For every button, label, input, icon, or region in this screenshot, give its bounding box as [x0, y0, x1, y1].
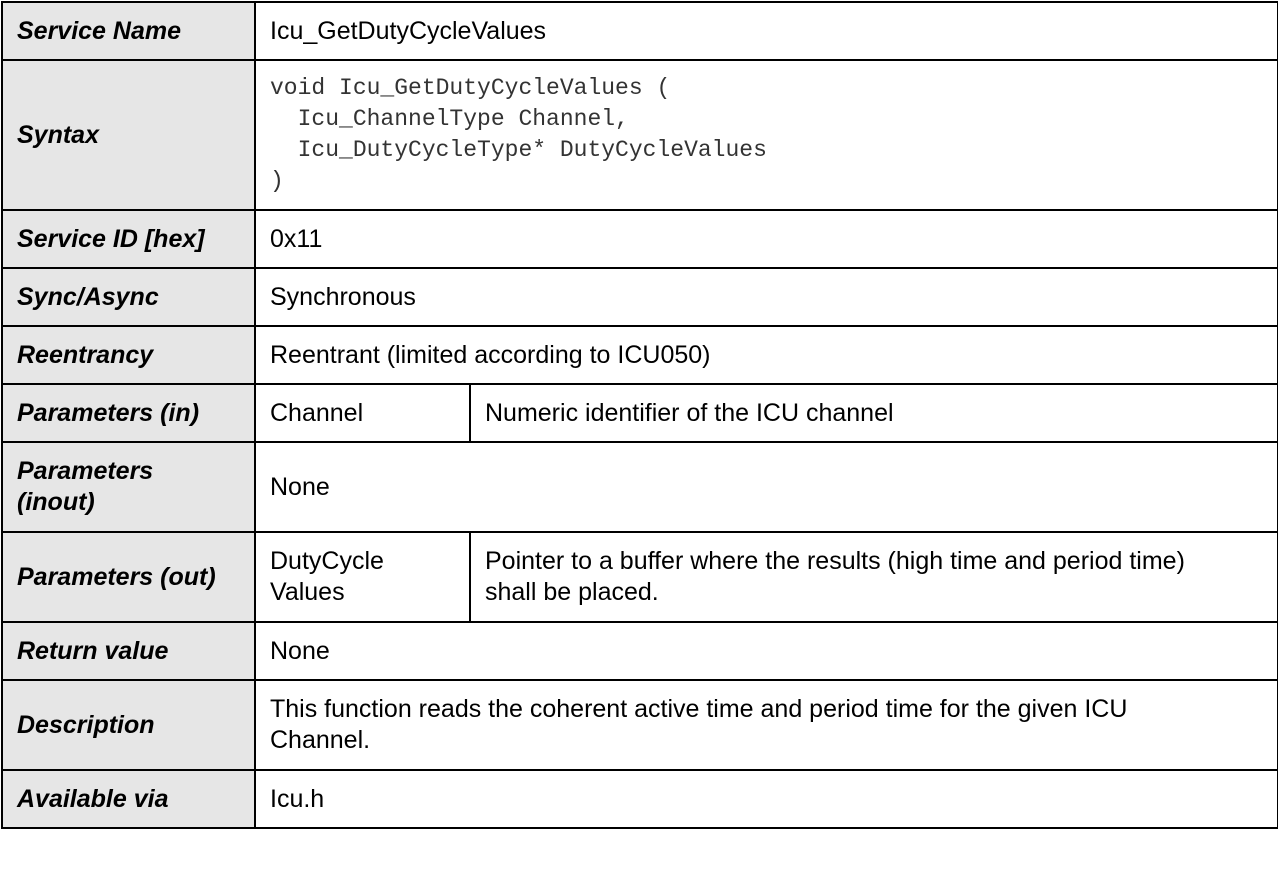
syntax-line: Icu_DutyCycleType* DutyCycleValues: [270, 137, 767, 163]
row-reentrancy: Reentrancy Reentrant (limited according …: [1, 325, 1278, 385]
service-name-label: Service Name: [1, 1, 256, 61]
reentrancy-value: Reentrant (limited according to ICU050): [254, 325, 1278, 385]
sync-async-label: Sync/Async: [1, 267, 256, 327]
row-service-id: Service ID [hex] 0x11: [1, 209, 1278, 269]
parameters-out-name: DutyCycle Values: [254, 531, 471, 623]
parameters-out-label: Parameters (out): [1, 531, 256, 623]
parameters-out-name-line: DutyCycle: [270, 547, 384, 575]
syntax-line: void Icu_GetDutyCycleValues (: [270, 75, 671, 101]
syntax-value: void Icu_GetDutyCycleValues ( Icu_Channe…: [254, 59, 1278, 211]
syntax-label: Syntax: [1, 59, 256, 211]
return-value-value: None: [254, 621, 1278, 681]
parameters-inout-label-line: Parameters: [17, 457, 154, 485]
service-id-value: 0x11: [254, 209, 1278, 269]
service-spec-table: Service Name Icu_GetDutyCycleValues Synt…: [1, 1, 1278, 829]
description-value: This function reads the coherent active …: [254, 679, 1278, 771]
row-description: Description This function reads the cohe…: [1, 679, 1278, 771]
description-label: Description: [1, 679, 256, 771]
parameters-out-description-line: Pointer to a buffer where the results (h…: [485, 547, 1185, 575]
description-line: Channel.: [270, 726, 371, 754]
service-id-label: Service ID [hex]: [1, 209, 256, 269]
parameters-inout-label-line: (inout): [17, 488, 95, 516]
parameters-out-description: Pointer to a buffer where the results (h…: [469, 531, 1278, 623]
row-parameters-inout: Parameters (inout) None: [1, 441, 1278, 533]
row-available-via: Available via Icu.h: [1, 769, 1278, 829]
parameters-inout-label: Parameters (inout): [1, 441, 256, 533]
syntax-line: ): [270, 168, 284, 194]
row-parameters-out: Parameters (out) DutyCycle Values Pointe…: [1, 531, 1278, 623]
row-return-value: Return value None: [1, 621, 1278, 681]
parameters-in-name: Channel: [254, 383, 471, 443]
row-syntax: Syntax void Icu_GetDutyCycleValues ( Icu…: [1, 59, 1278, 211]
service-name-value: Icu_GetDutyCycleValues: [254, 1, 1278, 61]
sync-async-value: Synchronous: [254, 267, 1278, 327]
parameters-inout-value: None: [254, 441, 1278, 533]
reentrancy-label: Reentrancy: [1, 325, 256, 385]
available-via-value: Icu.h: [254, 769, 1278, 829]
row-parameters-in: Parameters (in) Channel Numeric identifi…: [1, 383, 1278, 443]
parameters-in-description: Numeric identifier of the ICU channel: [469, 383, 1278, 443]
row-service-name: Service Name Icu_GetDutyCycleValues: [1, 1, 1278, 61]
syntax-line: Icu_ChannelType Channel,: [270, 106, 629, 132]
parameters-in-label: Parameters (in): [1, 383, 256, 443]
parameters-out-name-line: Values: [270, 578, 345, 606]
description-line: This function reads the coherent active …: [270, 695, 1128, 723]
parameters-out-description-line: shall be placed.: [485, 578, 659, 606]
available-via-label: Available via: [1, 769, 256, 829]
row-sync-async: Sync/Async Synchronous: [1, 267, 1278, 327]
return-value-label: Return value: [1, 621, 256, 681]
